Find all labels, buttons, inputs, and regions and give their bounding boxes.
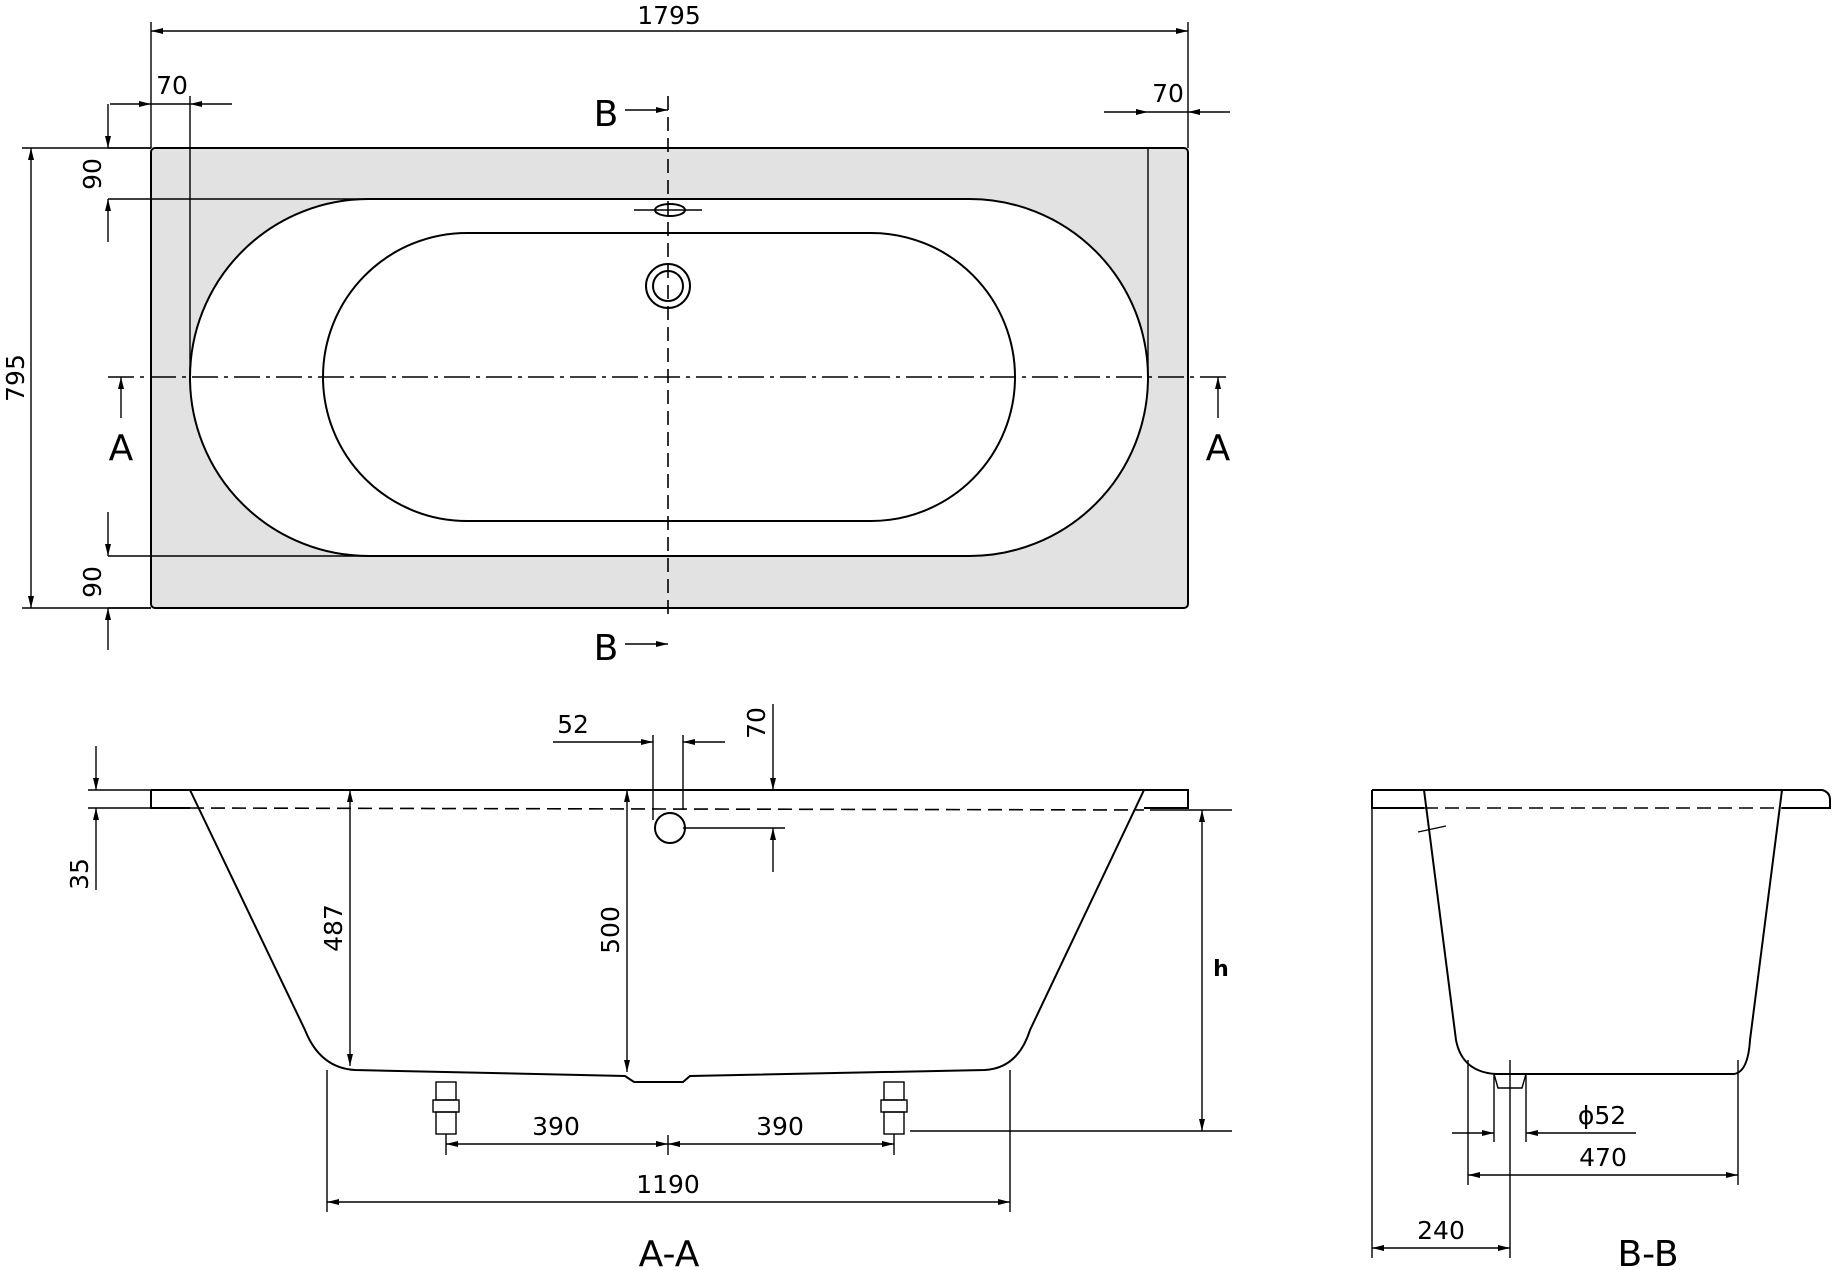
- aa-foot-right: [880, 1081, 908, 1135]
- rim-inner-lines: [108, 96, 1149, 557]
- dim-base-width: 470: [1579, 1143, 1627, 1172]
- section-bb-title: B-B: [1617, 1234, 1678, 1270]
- dim-height: h: [1213, 957, 1229, 982]
- aa-overflow-pipe: [652, 735, 684, 820]
- dim-drain-diameter: ϕ52: [1578, 1101, 1626, 1130]
- dim-overall-length: 1795: [637, 1, 701, 30]
- dim-overflow-height: 70: [742, 707, 771, 739]
- dim-overflow-diameter: 52: [557, 710, 589, 739]
- dim-right-rim: 70: [1152, 79, 1184, 108]
- section-b-bottom-label: B: [594, 628, 619, 669]
- dim-overall-width: 795: [1, 354, 30, 402]
- dim-bottom-rim: 90: [78, 566, 107, 598]
- aa-overflow-circle: [654, 812, 686, 844]
- dim-drain-offset: 240: [1417, 1216, 1465, 1245]
- section-a-right-label: A: [1206, 428, 1231, 469]
- bb-wall-tick: [1417, 825, 1447, 833]
- section-aa-title: A-A: [639, 1234, 700, 1270]
- dim-depth-center: 500: [596, 906, 625, 954]
- section-a-left-label: A: [109, 428, 134, 469]
- aa-foot-left: [432, 1081, 460, 1135]
- dim-rim-thickness: 35: [65, 858, 94, 890]
- aa-tub-body: [189, 789, 1145, 1083]
- section-aa-view: 35 52 70 487 500 h 390 390 1190: [65, 704, 1232, 1270]
- bb-tub-body: [1423, 789, 1783, 1075]
- dim-foot-left: 390: [532, 1112, 580, 1141]
- dim-left-rim: 70: [156, 71, 188, 100]
- aa-rim: [150, 789, 1189, 809]
- section-b-top-label: B: [594, 94, 619, 135]
- dim-foot-right: 390: [756, 1112, 804, 1141]
- plan-view: 1795 795 70 70 90 90 A A B: [1, 1, 1231, 669]
- dim-depth: 487: [319, 904, 348, 952]
- dim-top-rim: 90: [78, 158, 107, 190]
- aa-water-level: [189, 807, 1145, 811]
- section-bb-view: ϕ52 470 240 B-B: [1371, 789, 1831, 1270]
- dim-base-length: 1190: [636, 1170, 700, 1199]
- bb-rim: [1371, 789, 1831, 809]
